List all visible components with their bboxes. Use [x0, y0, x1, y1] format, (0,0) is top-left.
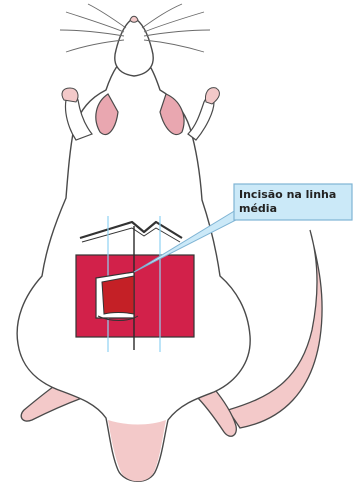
- surgical-drape: [76, 255, 194, 337]
- rat-head: [115, 18, 153, 76]
- right-forepaw: [205, 88, 219, 104]
- callout-label: Incisão na linha média: [239, 188, 351, 216]
- incision-flap: [102, 276, 134, 314]
- tail-base-skin: [108, 420, 166, 481]
- left-forepaw: [62, 88, 78, 102]
- nose: [130, 16, 138, 22]
